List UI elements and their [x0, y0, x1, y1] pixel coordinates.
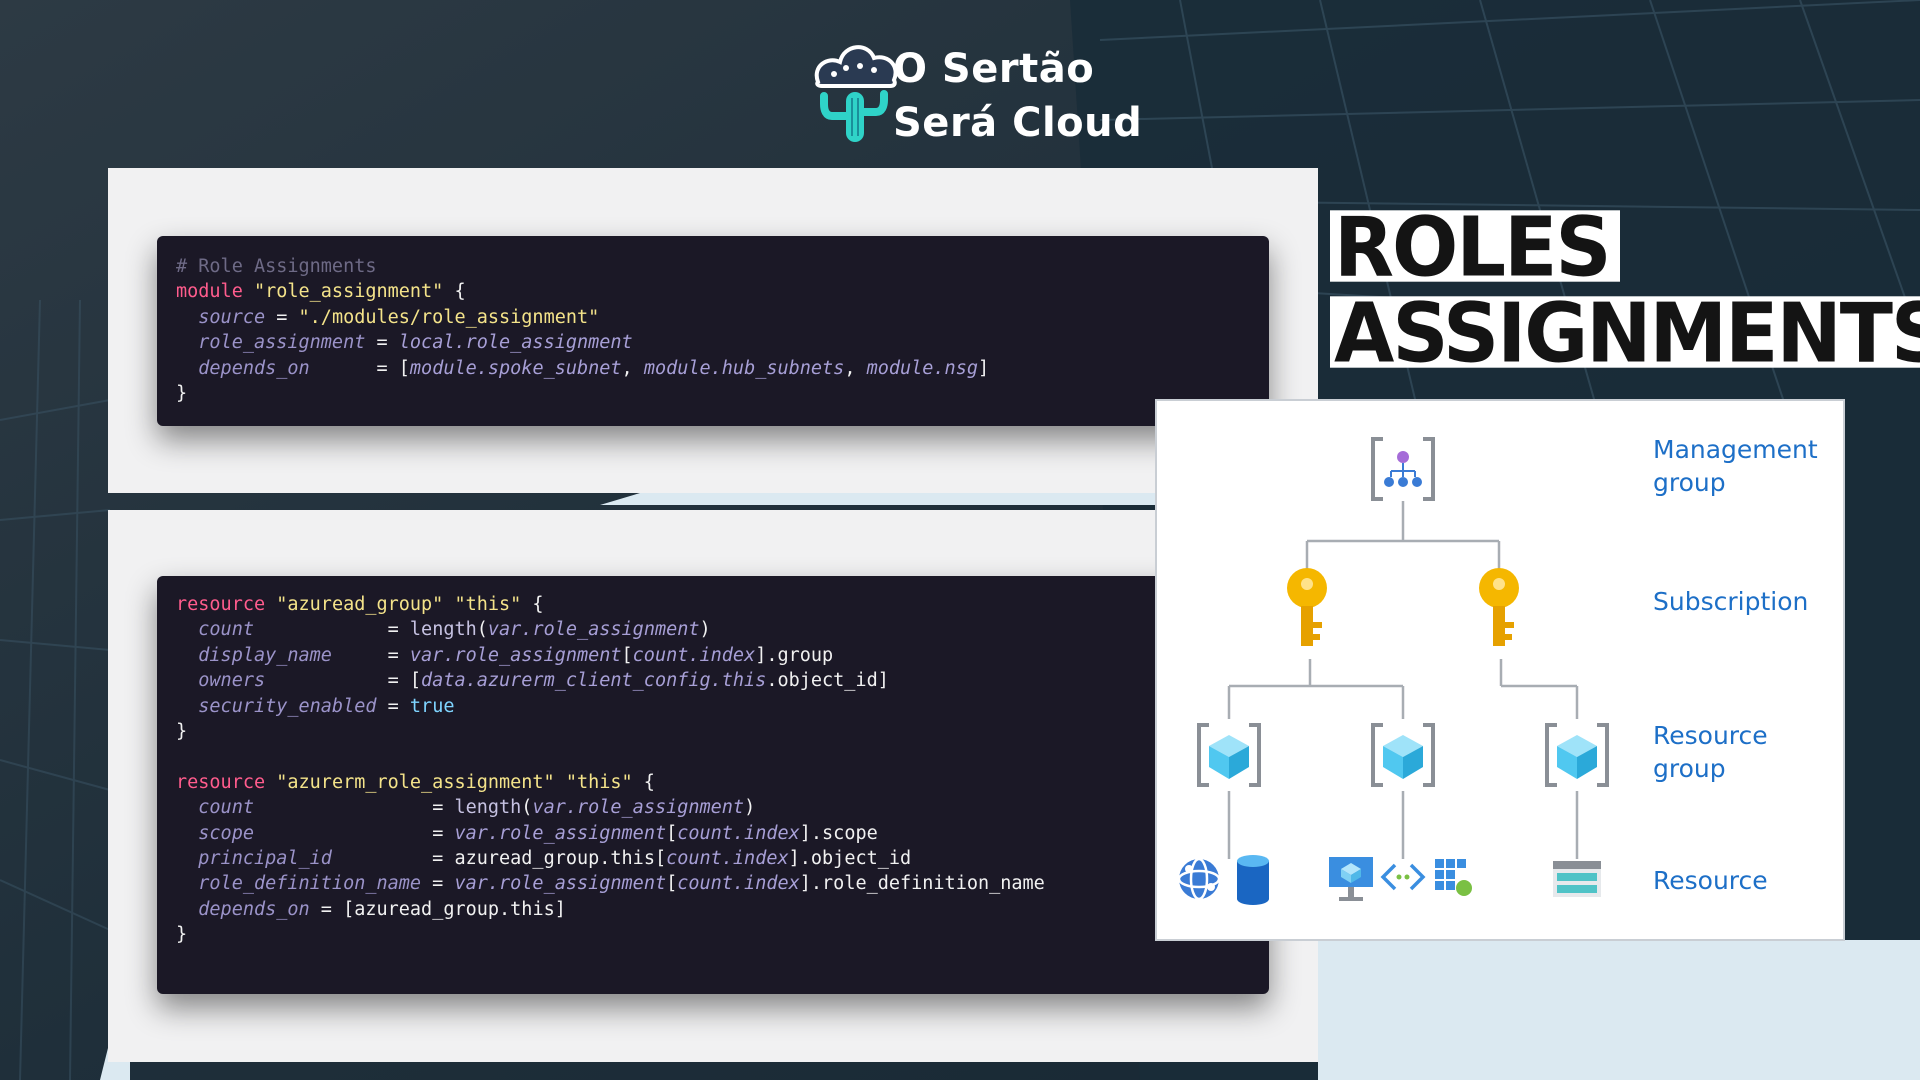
key-icon [1287, 568, 1327, 646]
code-attr: security_enabled [198, 695, 377, 717]
code-ref: count.index [677, 873, 800, 895]
label-resource: Resource [1653, 864, 1768, 897]
resource-group-cube-icon [1545, 723, 1609, 787]
code-member: .group [766, 644, 834, 666]
brand-line-2: Será Cloud [893, 100, 1143, 146]
brand-logo [814, 45, 898, 142]
code-string: "role_assignment" [253, 281, 444, 303]
storage-icon [1553, 861, 1601, 897]
hierarchy-graphic [1177, 437, 1609, 905]
code-ref: var.role_assignment [532, 797, 745, 819]
code-ref: local.role_assignment [398, 332, 633, 354]
label-line: Management [1653, 435, 1818, 464]
code-attr: role_assignment [198, 332, 366, 354]
code-block-module: # Role Assignments module "role_assignmen… [157, 236, 1269, 426]
resource-group-cube-icon [1371, 723, 1435, 787]
code-comment: # Role Assignments [176, 256, 377, 277]
code-ref: count.index [666, 847, 789, 869]
code-member: .object_id [766, 670, 878, 692]
label-line: Subscription [1653, 587, 1809, 616]
label-line: Resource [1653, 721, 1768, 750]
code-member: .scope [810, 822, 878, 844]
code-brackets-icon [1380, 863, 1426, 891]
code-ref: var.role_assignment [409, 644, 622, 666]
code-string: "./modules/role_assignment" [298, 306, 600, 328]
code-attr: depends_on [198, 357, 310, 379]
code-block-resources: resource "azuread_group" "this" { count … [157, 576, 1269, 994]
code-ref: module.nsg [866, 357, 978, 379]
label-management-group: Management group [1653, 433, 1818, 499]
code-attr: owners [198, 670, 266, 692]
code-keyword: module [176, 281, 243, 303]
code-function: length [409, 619, 477, 641]
code-string: "azuread_group" [276, 594, 444, 615]
code-attr: role_definition_name [198, 873, 422, 895]
label-resource-group: Resource group [1653, 719, 1768, 785]
code-ref: module.spoke_subnet [409, 357, 622, 379]
slide-title-line-2: ASSIGNMENTS [1330, 293, 1920, 375]
label-line: Resource [1653, 866, 1768, 895]
label-subscription: Subscription [1653, 585, 1808, 618]
code-ref: azuread_group.this [354, 898, 555, 920]
code-member: .role_definition_name [810, 873, 1045, 895]
code-member: .object_id [799, 847, 912, 869]
code-keyword: resource [176, 771, 266, 793]
network-globe-icon [1177, 857, 1221, 901]
code-attr: count [198, 797, 254, 819]
code-attr: scope [198, 822, 254, 844]
code-ref: azuread_group.this [454, 847, 655, 869]
code-ref: count.index [677, 822, 800, 844]
code-string: "this" [454, 594, 522, 615]
code-ref: var.role_assignment [454, 822, 667, 844]
key-icon [1479, 568, 1519, 646]
management-group-icon [1371, 437, 1435, 501]
code-attr: count [198, 619, 254, 641]
code-ref: var.role_assignment [487, 619, 700, 641]
code-function: length [454, 797, 522, 819]
code-string: "azurerm_role_assignment" [276, 771, 555, 793]
slide-title-line-1: ROLES [1330, 207, 1620, 289]
virtual-machine-icon [1329, 857, 1373, 901]
code-ref: var.role_assignment [454, 873, 667, 895]
resource-group-cube-icon [1197, 723, 1261, 787]
code-keyword: resource [176, 594, 266, 615]
code-bool: true [409, 695, 455, 717]
code-ref: count.index [632, 644, 756, 666]
database-cylinder-icon [1237, 855, 1269, 905]
code-attr: depends_on [198, 898, 310, 920]
code-ref: module.hub_subnets [643, 357, 845, 379]
app-grid-icon [1435, 859, 1472, 896]
code-string: "this" [565, 771, 633, 793]
hierarchy-connectors [1227, 501, 1579, 859]
code-attr: display_name [198, 644, 332, 666]
code-attr: source [198, 306, 266, 328]
azure-hierarchy-diagram: Management group Subscription Resource g… [1155, 399, 1845, 941]
brand-name: O Sertão Será Cloud [893, 42, 1142, 150]
label-line: group [1653, 468, 1726, 497]
cloud-cactus-icon [814, 45, 898, 142]
label-line: group [1653, 754, 1726, 783]
code-ref: data.azurerm_client_config.this [421, 670, 767, 692]
brand-line-1: O Sertão [893, 46, 1095, 92]
code-attr: principal_id [198, 847, 332, 869]
